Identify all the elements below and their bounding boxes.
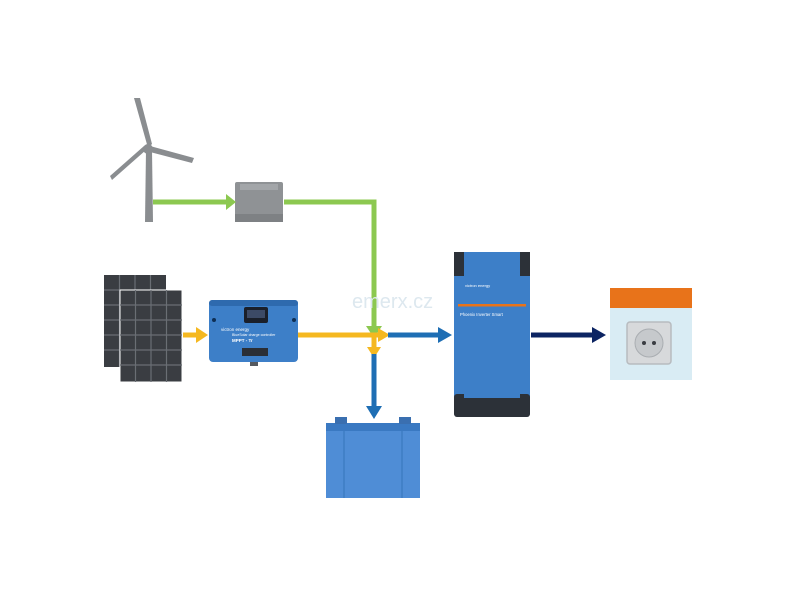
wind-turbine-icon [110,98,194,222]
dc-flow-arrow-right [438,327,452,343]
wind-flow-arrow [226,194,236,210]
mppt-charge-controller-icon: victron energy BlueSolar charge controll… [209,300,298,366]
battery-icon [326,417,420,498]
inverter-model: Phoenix Inverter Smart [460,312,504,317]
controller-subtitle: BlueSolar charge controller [232,333,276,337]
ac-flow-arrow [592,327,606,343]
controller-brand: victron energy [221,327,250,332]
controller-model: MPPT - Tr [232,338,253,343]
dc-flow-arrow-down [366,406,382,419]
inverter-brand: victron energy [465,283,490,288]
solar-panel-icon [104,275,183,383]
wind-flow-line [153,199,377,328]
solar-panel-front [119,289,183,383]
inverter-icon: victron energy Phoenix Inverter Smart [454,252,530,417]
watermark-text: emerx.cz [352,291,433,313]
dc-flow-line [371,332,440,408]
solar-flow-arrow-down [367,347,381,358]
solar-flow-arrow-right [378,328,390,342]
power-socket-icon [610,288,692,380]
solar-flow-arrow [196,327,208,343]
wind-charge-regulator-icon [235,182,283,222]
